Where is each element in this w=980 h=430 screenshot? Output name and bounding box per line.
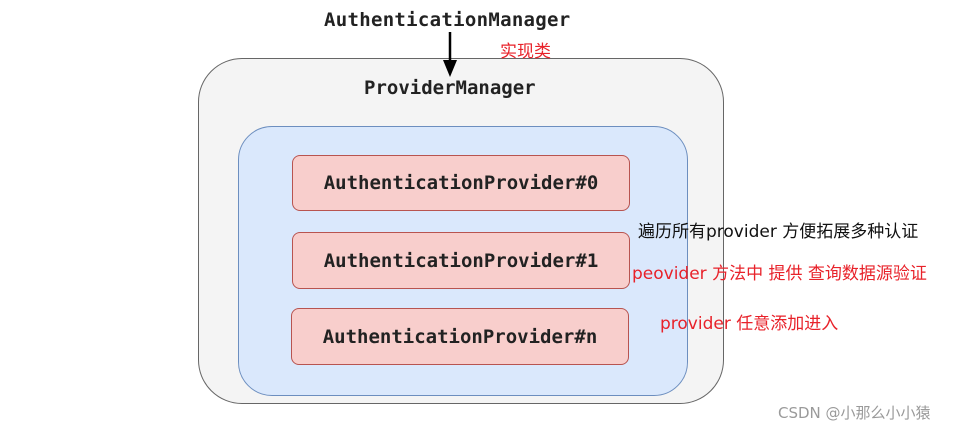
provider-manager-label: ProviderManager (364, 77, 536, 99)
csdn-watermark: CSDN @小那么小小猿 (778, 404, 931, 422)
authentication-provider-0: AuthenticationProvider#0 (292, 155, 630, 211)
authentication-provider-n: AuthenticationProvider#n (291, 308, 629, 365)
authentication-provider-1: AuthenticationProvider#1 (292, 232, 630, 289)
note-custom-provider: provider 任意添加进入 (660, 314, 839, 334)
implementation-note: 实现类 (500, 42, 551, 62)
note-traverse-providers: 遍历所有provider 方便拓展多种认证 (638, 222, 919, 242)
note-provider-method: peovider 方法中 提供 查询数据源验证 (632, 264, 927, 284)
provider-label: AuthenticationProvider#1 (323, 249, 599, 272)
authentication-manager-label: AuthenticationManager (324, 9, 571, 31)
provider-label: AuthenticationProvider#n (322, 325, 598, 348)
provider-label: AuthenticationProvider#0 (323, 172, 599, 194)
